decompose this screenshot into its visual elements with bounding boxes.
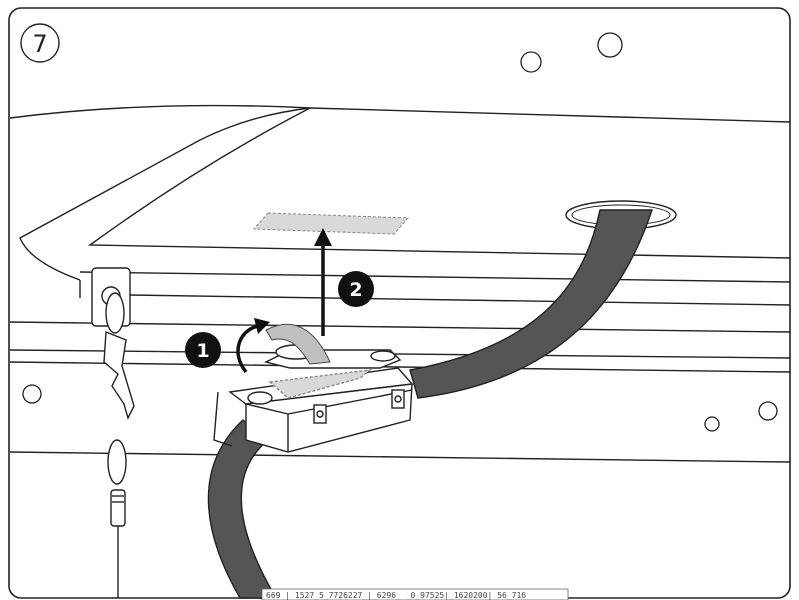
callout-1: 1	[185, 332, 221, 368]
callout-1-label: 1	[196, 340, 209, 362]
adhesive-target-area	[252, 212, 410, 235]
mount-hole	[704, 416, 720, 432]
hanging-hook	[91, 267, 135, 598]
step-number: 7	[32, 30, 47, 58]
mount-hole	[22, 384, 42, 404]
power-cable-upper	[409, 209, 653, 399]
mount-hole	[758, 401, 778, 421]
footer-code: 669 | 1527_5_7726227_|_6296_ _0_97525|_1…	[266, 591, 526, 600]
step-badge: 7	[20, 23, 60, 63]
mount-hole	[597, 32, 623, 58]
callout-2: 2	[338, 271, 374, 307]
power-cable-lower	[207, 419, 278, 599]
driver-box	[213, 344, 414, 453]
mount-hole	[520, 51, 542, 73]
footer-code-box	[261, 588, 569, 600]
curved-arrow-icon	[236, 318, 270, 374]
adhesive-backing-strip	[265, 323, 331, 365]
callout-2-label: 2	[349, 279, 362, 301]
arrow-up-icon	[314, 228, 332, 336]
ceiling-slab	[9, 104, 791, 463]
